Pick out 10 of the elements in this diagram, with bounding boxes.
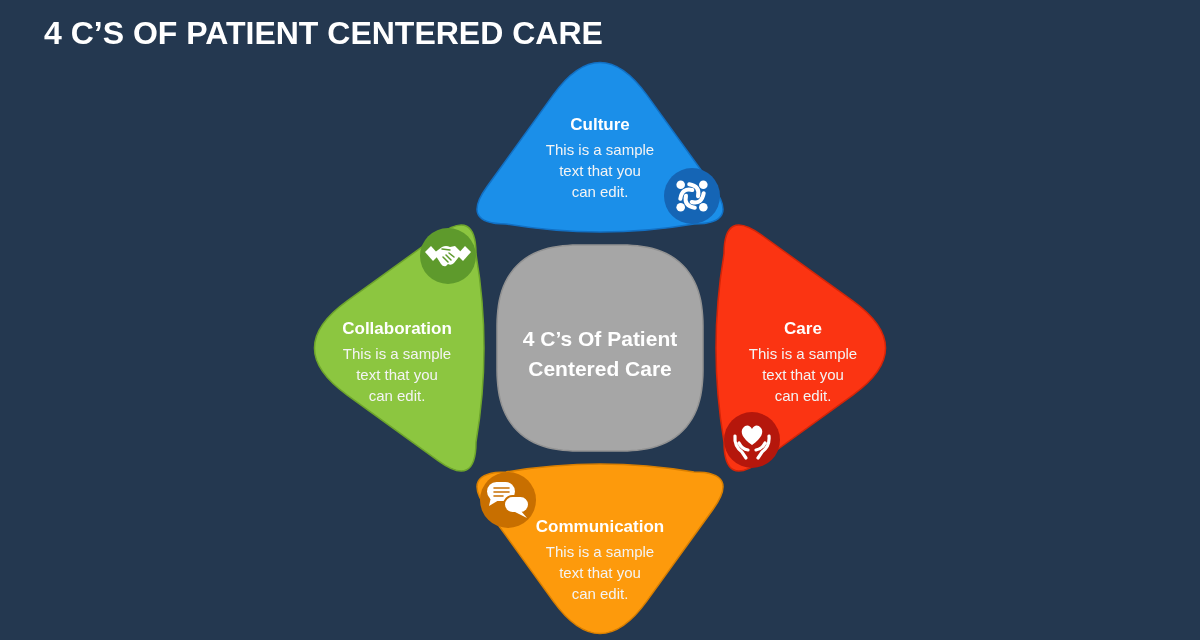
- petal-heading: Communication: [535, 516, 665, 538]
- petal-text: This is a sample text that you can edit.: [342, 344, 452, 406]
- petal-text: This is a sample text that you can edit.: [545, 542, 655, 604]
- petal-heading: Collaboration: [342, 318, 452, 340]
- petal-heading: Culture: [570, 114, 630, 136]
- petal-heading: Care: [784, 318, 822, 340]
- petal-text: This is a sample text that you can edit.: [748, 344, 858, 406]
- petal-text: This is a sample text that you can edit.: [545, 140, 655, 202]
- center-title: 4 C’s Of Patient Centered Care: [521, 326, 679, 382]
- page-title: 4 C’S OF PATIENT CENTERED CARE: [44, 14, 603, 53]
